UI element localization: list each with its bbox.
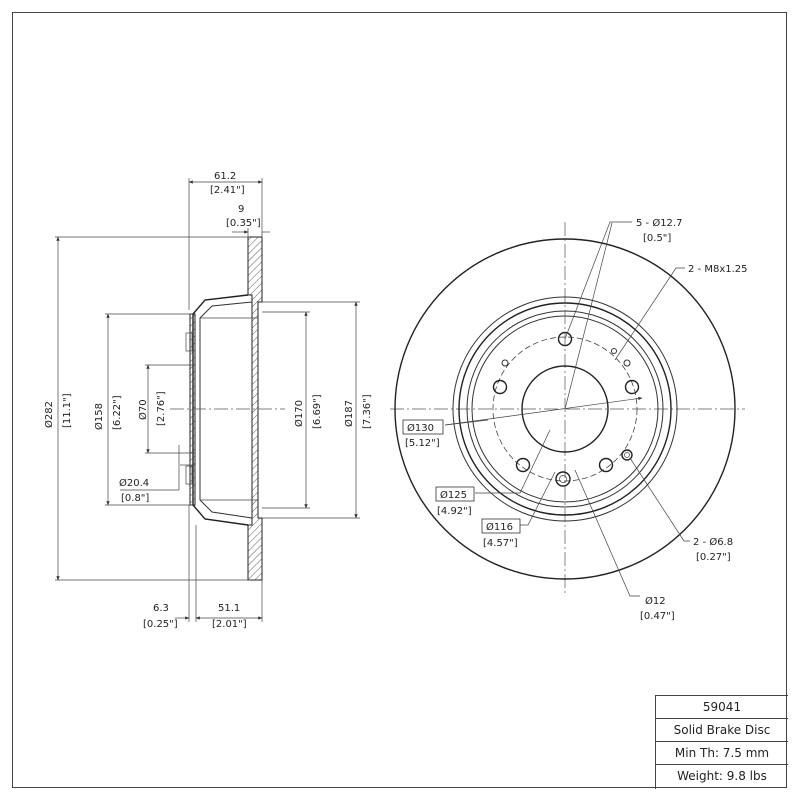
d12-in: [0.47"] — [640, 611, 675, 622]
lug-hole — [492, 379, 508, 395]
dim-63-mm: 6.3 — [153, 603, 169, 614]
small-holes-in: [0.27"] — [696, 552, 731, 563]
dim-d170-mm: Ø170 — [293, 400, 305, 427]
rotor-plate-section — [247, 236, 263, 581]
holes-label-in: [0.5"] — [643, 233, 671, 244]
dim-d204-in: [0.8"] — [121, 493, 149, 504]
pcd-mm: Ø130 — [407, 422, 434, 434]
rotor-outer-circle — [394, 238, 736, 580]
d116-in: [4.57"] — [483, 538, 518, 549]
hat-circle-125 — [466, 310, 664, 508]
front-view — [390, 221, 745, 597]
dim-rotor-mm: 9 — [238, 204, 244, 215]
hat-outer-circle — [458, 302, 672, 516]
dim-d158-in: [6.22"] — [112, 395, 123, 430]
rotor-inner-edge — [452, 296, 678, 522]
small-holes-mm: 2 - Ø6.8 — [693, 536, 733, 548]
drawing-border — [12, 12, 787, 788]
d12-mm: Ø12 — [645, 595, 666, 607]
dim-d187-mm: Ø187 — [343, 400, 355, 427]
holes-label-mm: 5 - Ø12.7 — [636, 217, 682, 229]
lug-hole — [624, 379, 640, 395]
lug-hole — [557, 331, 573, 347]
dim-d170-in: [6.69"] — [312, 394, 323, 429]
dim-rotor-in: [0.35"] — [226, 218, 261, 229]
dim-d70-mm: Ø70 — [137, 399, 149, 420]
dim-width-mm: 61.2 — [214, 171, 236, 182]
lug-hole — [515, 457, 531, 473]
pcd-in: [5.12"] — [405, 438, 440, 449]
part-description: Solid Brake Disc — [656, 719, 788, 742]
thread-hole — [501, 359, 509, 367]
title-block: 59041 Solid Brake Disc Min Th: 7.5 mm We… — [655, 695, 788, 789]
hat-circle-116 — [471, 315, 659, 503]
hat-outline — [192, 294, 249, 526]
dim-d158-mm: Ø158 — [93, 403, 105, 430]
dim-d282-mm: Ø282 — [43, 401, 55, 428]
center-bore — [521, 365, 609, 453]
dim-d70-in: [2.76"] — [156, 391, 167, 426]
thread-hole — [611, 348, 617, 354]
bolt-circle-dashed — [492, 336, 638, 482]
d116-mm: Ø116 — [486, 521, 513, 533]
thread-hole — [623, 359, 631, 367]
dim-511-in: [2.01"] — [212, 619, 247, 630]
dim-63-in: [0.25"] — [143, 619, 178, 630]
small-hole — [621, 449, 633, 461]
dim-d282-in: [11.1"] — [62, 393, 73, 428]
min-thickness: Min Th: 7.5 mm — [656, 742, 788, 765]
part-number: 59041 — [656, 696, 788, 719]
hat-inner — [199, 301, 253, 519]
d125-mm: Ø125 — [440, 489, 467, 501]
dim-d204-mm: Ø20.4 — [119, 477, 149, 489]
dim-d187-in: [7.36"] — [362, 394, 373, 429]
dim-511-mm: 51.1 — [218, 603, 240, 614]
lug-hole — [598, 457, 614, 473]
weight: Weight: 9.8 lbs — [677, 769, 767, 783]
d125-in: [4.92"] — [437, 506, 472, 517]
dim-width-in: [2.41"] — [210, 185, 245, 196]
thread-label: 2 - M8x1.25 — [688, 264, 748, 275]
side-view — [55, 178, 360, 622]
stud-hole — [555, 471, 571, 487]
